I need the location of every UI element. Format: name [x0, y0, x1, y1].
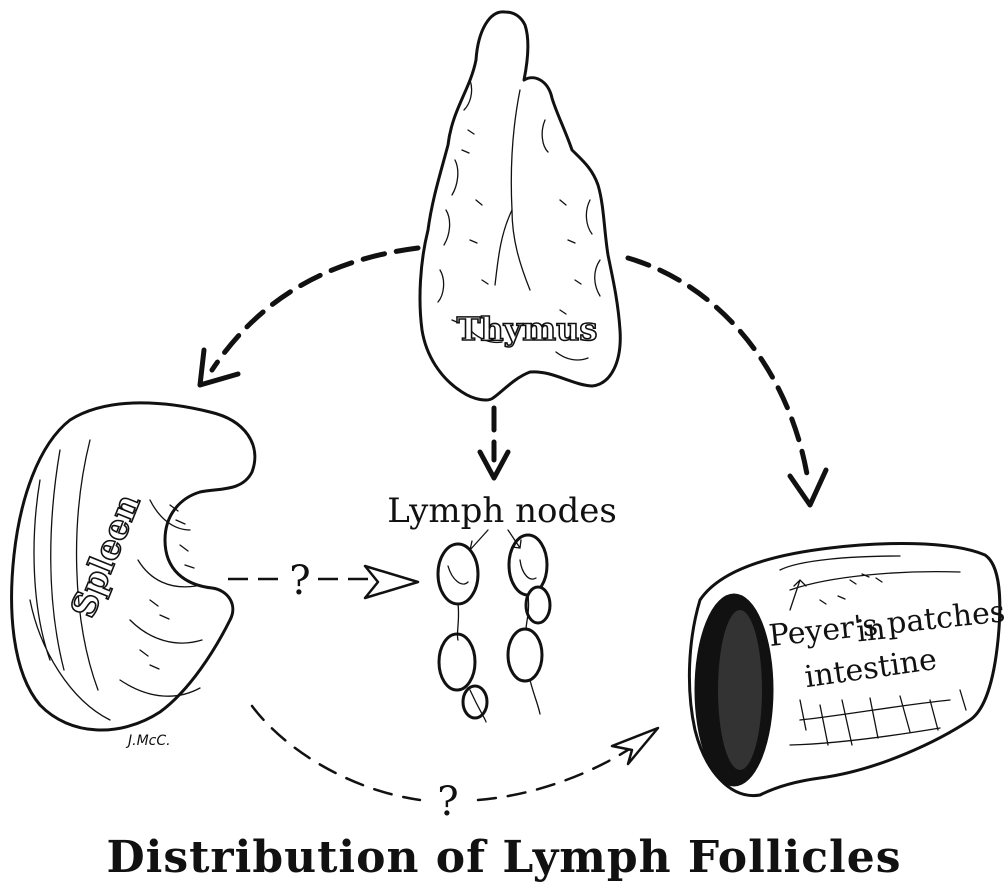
peyers-in-label: in — [855, 612, 887, 650]
thymus-to-intestine-arrow — [628, 258, 826, 505]
lymph-node-pointer-arrows — [462, 530, 521, 550]
lymph-nodes-organ — [438, 535, 550, 722]
thymus-to-spleen-arrow — [200, 248, 418, 385]
spleen-to-nodes-question-mark: ? — [289, 558, 310, 604]
spleen-to-lymph-nodes-arrow — [228, 566, 418, 598]
illustrator-signature: J.McC. — [125, 733, 171, 749]
figure-title: Distribution of Lymph Follicles — [106, 832, 901, 883]
spleen-to-intestine-question-mark: ? — [437, 779, 458, 825]
spleen-organ — [12, 403, 255, 730]
thymus-label: Thymus — [457, 310, 598, 348]
lymph-nodes-label: Lymph nodes — [387, 491, 617, 531]
thymus-to-lymph-nodes-arrow — [480, 408, 508, 478]
